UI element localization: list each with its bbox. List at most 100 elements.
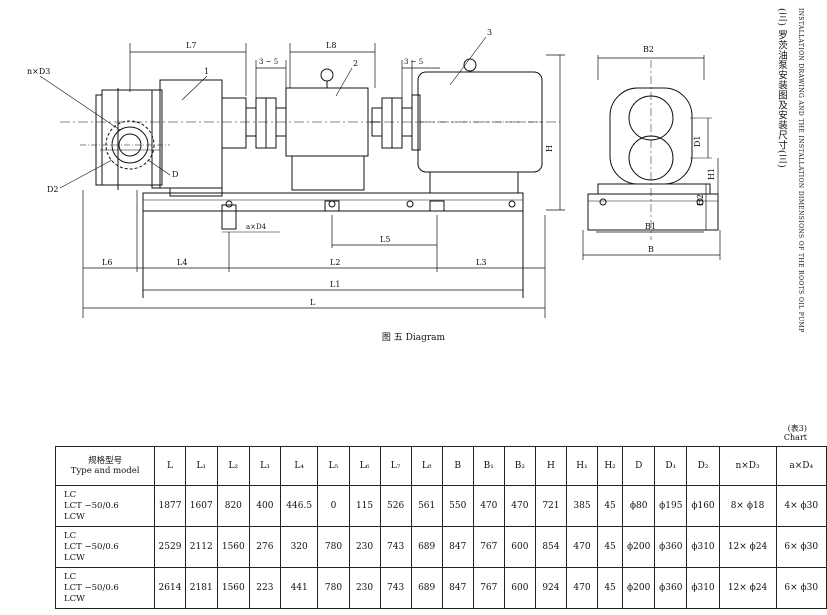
table-cell: 45: [596, 485, 624, 527]
table-cell: 743: [379, 567, 412, 609]
label-n-d3: n×D3: [27, 67, 50, 76]
label-l6: L6: [102, 258, 112, 267]
table-cell: 12× ϕ24: [718, 526, 777, 568]
table-cell: 1877: [154, 485, 186, 527]
table-cell: 847: [441, 526, 474, 568]
table-cell: 2112: [184, 526, 218, 568]
table-cell: 1560: [216, 526, 250, 568]
table-cell: ϕ200: [622, 526, 656, 568]
installation-drawing: L7 L8 3 ~ 5 3 ~ 5 1 2 3 H n×D3 D2 D a×D4…: [27, 28, 721, 318]
label-b1: B1: [645, 222, 656, 231]
column-header: D₂: [686, 446, 720, 486]
bottom-dimensions: [82, 190, 546, 318]
column-header: n×D₃: [718, 446, 777, 486]
model-line: LCW: [64, 511, 85, 522]
type-header-cn: 规格型号: [88, 456, 123, 466]
table-cell: 600: [503, 526, 536, 568]
page-title-english: INSTALLATION DRAWING AND THE INSTALLATIO…: [797, 8, 804, 333]
label-l3: L3: [476, 258, 486, 267]
coupling-left: [245, 97, 287, 149]
table-cell: 470: [503, 485, 536, 527]
table-cell: 276: [248, 526, 281, 568]
column-header: H₁: [565, 446, 599, 486]
table-cell: 2181: [184, 567, 218, 609]
diagram-caption: 图 五 Diagram: [381, 333, 446, 343]
label-b: B: [648, 245, 654, 254]
table-cell: 526: [379, 485, 412, 527]
base-frame: [142, 192, 524, 298]
column-header: B: [441, 446, 474, 486]
label-l7: L7: [186, 41, 196, 50]
coupling-right: [371, 97, 413, 149]
label-h1: H1: [707, 168, 716, 180]
top-dimensions: [129, 43, 565, 211]
table-cell: 8× ϕ18: [718, 485, 777, 527]
leader-d2: [59, 159, 113, 189]
column-header: L₆: [348, 446, 381, 486]
table-cell: 0: [317, 485, 350, 527]
model-line: LCW: [64, 552, 85, 563]
label-gap-left: 3 ~ 5: [259, 58, 278, 66]
table-cell: 45: [596, 567, 624, 609]
leader-part-1: [181, 75, 208, 101]
table-cell: ϕ310: [686, 567, 720, 609]
column-header: D: [622, 446, 656, 486]
table-cell: 600: [503, 567, 536, 609]
table-cell: 230: [348, 567, 381, 609]
table-cell: 441: [279, 567, 319, 609]
type-header-en: Type and model: [70, 466, 140, 476]
table-note: (表3) Chart: [784, 424, 807, 442]
table-cell: 320: [279, 526, 319, 568]
table-cell: 561: [410, 485, 443, 527]
table-cell: 847: [441, 567, 474, 609]
table-cell: 780: [317, 567, 350, 609]
table-cell: 2614: [154, 567, 186, 609]
table-cell: 470: [565, 526, 599, 568]
table-cell: 689: [410, 567, 443, 609]
table-cell: 230: [348, 526, 381, 568]
motor-body: [411, 58, 543, 194]
model-line: LCT −50/0.6: [64, 541, 119, 552]
table-cell: 400: [248, 485, 281, 527]
table-cell: 2529: [154, 526, 186, 568]
table-cell: 820: [216, 485, 250, 527]
label-l8: L8: [326, 41, 336, 50]
leader-part-3: [449, 36, 487, 86]
label-l1: L1: [330, 280, 340, 289]
table-cell: 550: [441, 485, 474, 527]
leader-n-d3: [39, 75, 121, 131]
table-cell: 6× ϕ30: [775, 567, 827, 609]
column-header: L₇: [379, 446, 412, 486]
column-header: H₂: [596, 446, 624, 486]
table-cell: 6× ϕ30: [775, 526, 827, 568]
table-cell: 4× ϕ30: [775, 485, 827, 527]
column-header: L₅: [317, 446, 350, 486]
column-header: B₂: [503, 446, 536, 486]
label-d1: D1: [693, 135, 702, 147]
table-cell: 12× ϕ24: [718, 567, 777, 609]
model-line: LCW: [64, 593, 85, 604]
table-cell: 689: [410, 526, 443, 568]
table-cell: 767: [472, 526, 505, 568]
table-note-en: Chart: [783, 433, 807, 442]
model-line: LC: [64, 489, 77, 500]
table-cell: 721: [534, 485, 567, 527]
anchor-bolts: [225, 200, 516, 208]
label-l5: L5: [380, 235, 390, 244]
column-header: D₁: [654, 446, 688, 486]
table-cell: ϕ200: [622, 567, 656, 609]
label-part-3: 3: [487, 28, 492, 37]
label-b2: B2: [643, 45, 654, 54]
table-cell: ϕ160: [686, 485, 720, 527]
leader-d: [147, 159, 171, 176]
column-header: L₈: [410, 446, 443, 486]
reducer-body: [285, 68, 380, 191]
label-d: D: [172, 170, 178, 179]
column-header: L₂: [216, 446, 250, 486]
table-cell: 470: [565, 567, 599, 609]
